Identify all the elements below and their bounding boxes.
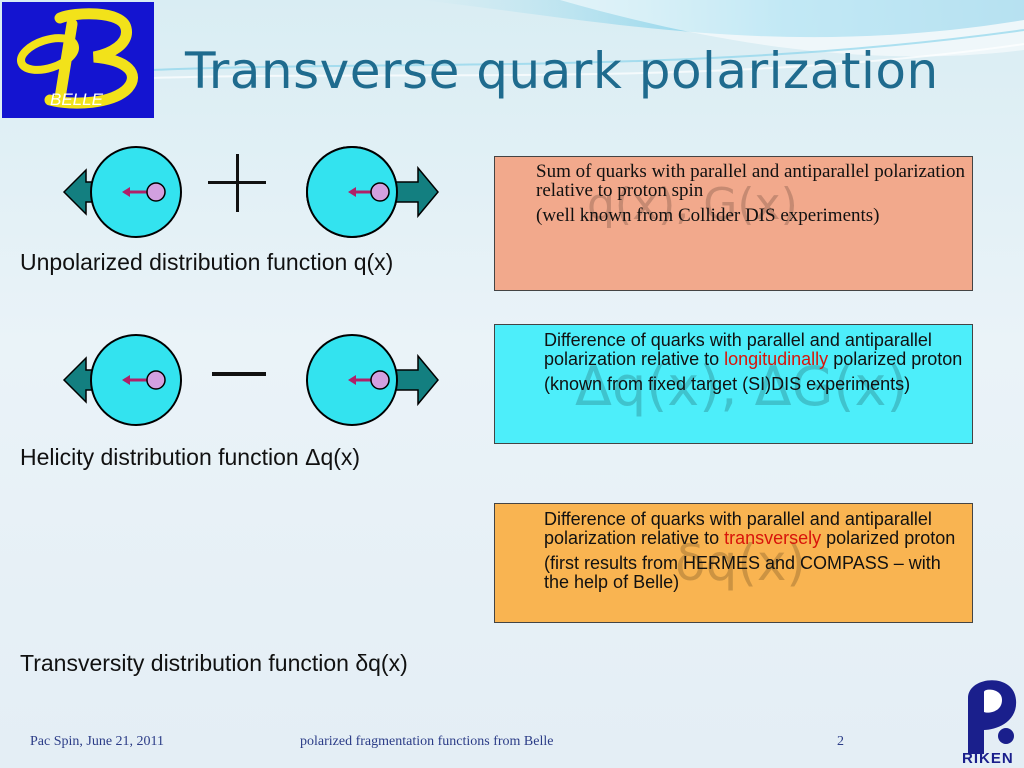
proton-left (62, 334, 182, 426)
box-note: (first results from HERMES and COMPASS –… (544, 553, 941, 592)
proton-right (306, 334, 439, 426)
ghost-formula: q(x), G(x) (587, 179, 798, 230)
proton-left (62, 146, 182, 238)
highlight-word: transversely (724, 528, 822, 548)
plus-operator (208, 148, 268, 216)
proton-right (306, 146, 439, 238)
proton-diagram-unpolarized (62, 146, 439, 238)
ghost-formula: Δq(x), ΔG(x) (575, 355, 908, 418)
ghost-formula: δq(x) (675, 534, 806, 592)
box-description: Difference of quarks with parallel and a… (544, 509, 956, 548)
page-number: 2 (837, 734, 844, 749)
belle-logo-text: BELLE (50, 90, 103, 109)
riken-logo-text: RIKEN (962, 750, 1014, 767)
box-text: Difference of quarks with parallel and a… (544, 510, 964, 592)
box-note: (well known from Collider DIS experiment… (536, 205, 880, 226)
box-description: Difference of quarks with parallel and a… (544, 330, 963, 369)
page-title: Transverse quark polarization (185, 42, 939, 100)
footer-center: polarized fragmentation functions from B… (300, 734, 554, 749)
helicity-label: Helicity distribution function Δq(x) (20, 444, 361, 470)
helicity-info-box: Δq(x), ΔG(x) Difference of quarks with p… (494, 324, 973, 444)
unpolarized-info-box: q(x), G(x) Sum of quarks with parallel a… (494, 156, 973, 291)
box-note: (known from fixed target (SI)DIS experim… (544, 374, 911, 394)
proton-diagram-helicity (62, 334, 439, 426)
riken-logo: RIKEN (958, 668, 1024, 768)
minus-operator (212, 372, 266, 376)
transversity-info-box: δq(x) Difference of quarks with parallel… (494, 503, 973, 623)
footer-left: Pac Spin, June 21, 2011 (30, 734, 165, 749)
decorative-wave (149, 0, 1024, 79)
box-description: Sum of quarks with parallel and antipara… (536, 161, 965, 201)
belle-logo: BELLE (2, 2, 154, 118)
transversity-label: Transversity distribution function δq(x) (20, 650, 408, 676)
unpolarized-label: Unpolarized distribution function q(x) (20, 249, 394, 275)
box-text: Sum of quarks with parallel and antipara… (536, 162, 968, 225)
box-text: Difference of quarks with parallel and a… (544, 331, 964, 394)
highlight-word: longitudinally (724, 349, 829, 369)
